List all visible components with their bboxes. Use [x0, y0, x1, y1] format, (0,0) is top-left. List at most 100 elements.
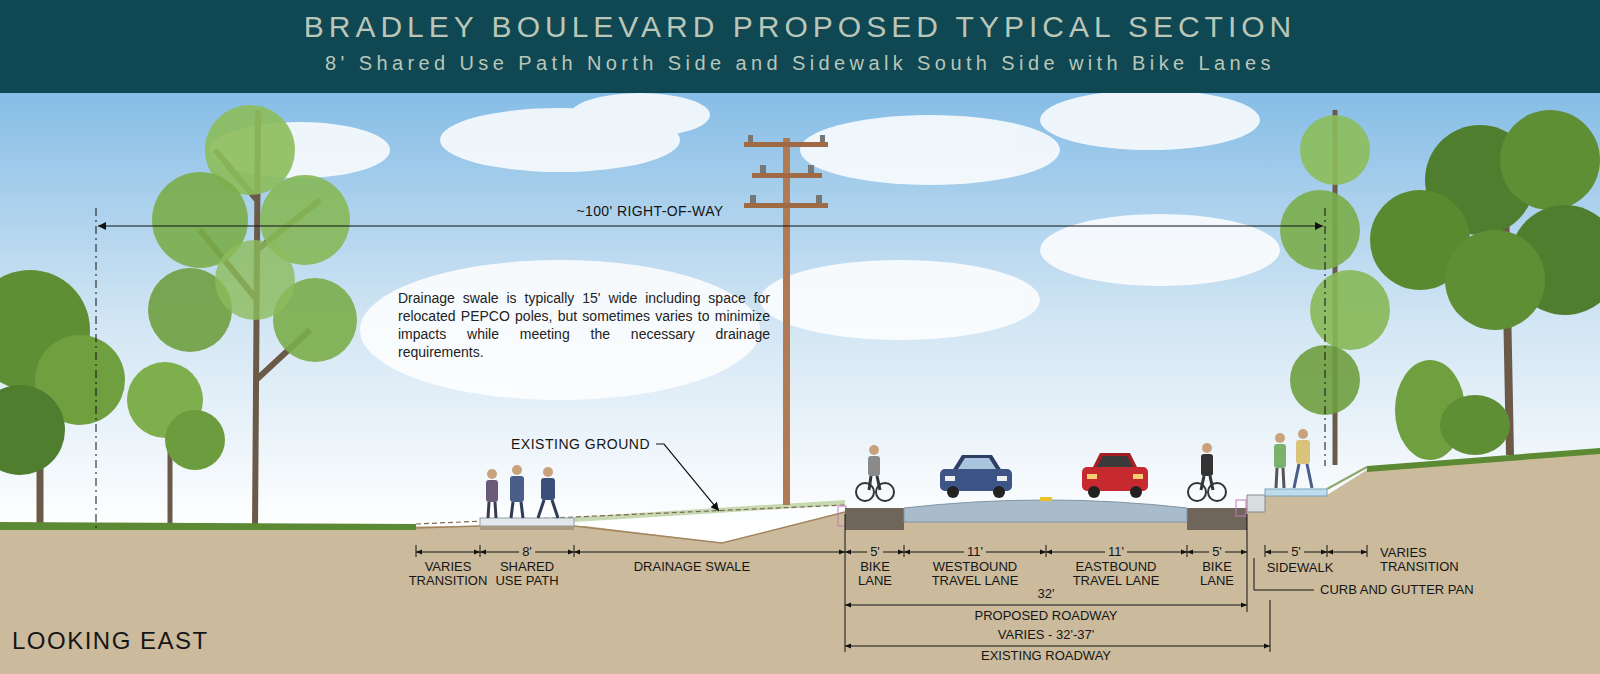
dimension-label: BIKE LANE: [1195, 560, 1240, 588]
tree-foliage: [1280, 190, 1360, 270]
tree-foliage: [1300, 115, 1370, 185]
insulator: [750, 195, 756, 203]
insulator: [820, 135, 825, 142]
car-wheel: [1088, 486, 1100, 498]
cyclist-body: [868, 456, 880, 476]
tree-foliage: [0, 385, 65, 475]
dimension-label: PROPOSED ROADWAY: [974, 609, 1117, 623]
dimension-value: 11': [964, 545, 986, 559]
dimension-label: BIKE LANE: [853, 560, 898, 588]
person-head: [1298, 429, 1308, 439]
car-wheel: [993, 486, 1005, 498]
dimension-lines: [416, 514, 1367, 652]
title: BRADLEY BOULEVARD PROPOSED TYPICAL SECTI…: [304, 10, 1296, 43]
dimension-line: [1327, 552, 1367, 553]
cyclist-legs: [869, 476, 880, 490]
person-legs: [511, 502, 523, 518]
pole: [783, 138, 790, 505]
bike-lane-slab: [1187, 508, 1247, 530]
subtitle: 8' Shared Use Path North Side and Sidewa…: [325, 52, 1275, 74]
dimension-label: EXISTING ROADWAY: [981, 649, 1111, 663]
person-legs: [1294, 464, 1312, 488]
insulator: [748, 135, 753, 142]
person-head: [1275, 433, 1285, 443]
crossarm: [744, 203, 828, 208]
pedestrians: [486, 429, 1312, 518]
dimension-value: 8': [519, 545, 535, 559]
dimension-line: [845, 605, 1247, 606]
car-light: [997, 476, 1007, 481]
dimension-value: 5': [1209, 545, 1225, 559]
person-head: [512, 465, 522, 475]
person-body: [541, 478, 555, 500]
proposed-grade: [416, 512, 845, 543]
dimension-label: SIDEWALK: [1267, 561, 1334, 575]
dimension-value: 11': [1105, 545, 1127, 559]
dimension-value: 5': [1288, 545, 1304, 559]
car-light: [1133, 474, 1143, 479]
callout-label: CURB AND GUTTER PAN: [1320, 583, 1474, 597]
dimension-label: WESTBOUND TRAVEL LANE: [925, 560, 1025, 588]
left-trees: [0, 105, 357, 532]
sky: [0, 93, 1600, 674]
dimension-value: 5': [867, 545, 883, 559]
car-cabin: [1092, 453, 1138, 469]
crossarm: [744, 142, 828, 147]
transition-slope: [1327, 467, 1367, 489]
row-limit-line: [96, 208, 97, 532]
person-body: [510, 476, 524, 502]
cloud: [1040, 214, 1280, 286]
dimension-label: SHARED USE PATH: [492, 560, 562, 588]
tree-foliage: [215, 240, 295, 320]
car-wheel: [1130, 486, 1142, 498]
cyclist-body: [1201, 454, 1213, 476]
cars: [940, 453, 1148, 498]
person-head: [543, 467, 553, 477]
path-base: [480, 526, 574, 530]
car-wheel: [947, 486, 959, 498]
header-band: [0, 0, 1600, 93]
cyclist-head: [1202, 443, 1212, 453]
car-cabin: [952, 455, 1002, 471]
dimension-line: [845, 646, 1270, 647]
clouds: [210, 90, 1280, 400]
cyclist-legs: [1201, 476, 1213, 490]
cloud: [800, 115, 1060, 185]
grass: [1367, 448, 1600, 472]
dimension-line: [574, 552, 845, 553]
dimension-label: ~100' RIGHT-OF-WAY: [576, 204, 723, 218]
grass: [0, 522, 416, 530]
person-body: [1274, 444, 1286, 468]
tree-foliage: [1310, 270, 1390, 350]
bike-wheel: [856, 483, 874, 501]
cloud: [570, 93, 710, 137]
row-limit-line: [1325, 208, 1326, 466]
dimension-label: DRAINAGE SWALE: [634, 560, 751, 574]
grass: [574, 500, 845, 522]
bush: [1440, 395, 1510, 455]
car-light: [945, 476, 955, 481]
person-legs: [538, 500, 558, 518]
dimension-label: VARIES TRANSITION: [403, 560, 493, 588]
insulator: [816, 195, 822, 203]
dimension-line: [416, 552, 480, 553]
row-dimension-line: [98, 225, 1323, 226]
curb: [1247, 495, 1265, 512]
center-line: [1040, 497, 1052, 501]
dimension-label: VARIES TRANSITION: [1380, 546, 1470, 574]
dimension-label: EASTBOUND TRAVEL LANE: [1066, 560, 1166, 588]
dimension-value: 32': [1035, 587, 1058, 601]
callout-label: EXISTING GROUND: [511, 437, 650, 451]
gutter-pan: [1236, 500, 1246, 516]
sidewalk: [1265, 489, 1327, 496]
car-window: [958, 458, 996, 469]
view-direction: LOOKING EAST: [12, 634, 209, 648]
insulator: [808, 165, 814, 173]
cyclist-head: [869, 445, 879, 455]
tree-foliage: [1500, 110, 1600, 210]
cyclists: [856, 443, 1226, 501]
cloud: [1040, 90, 1260, 150]
person-legs: [1276, 468, 1284, 488]
